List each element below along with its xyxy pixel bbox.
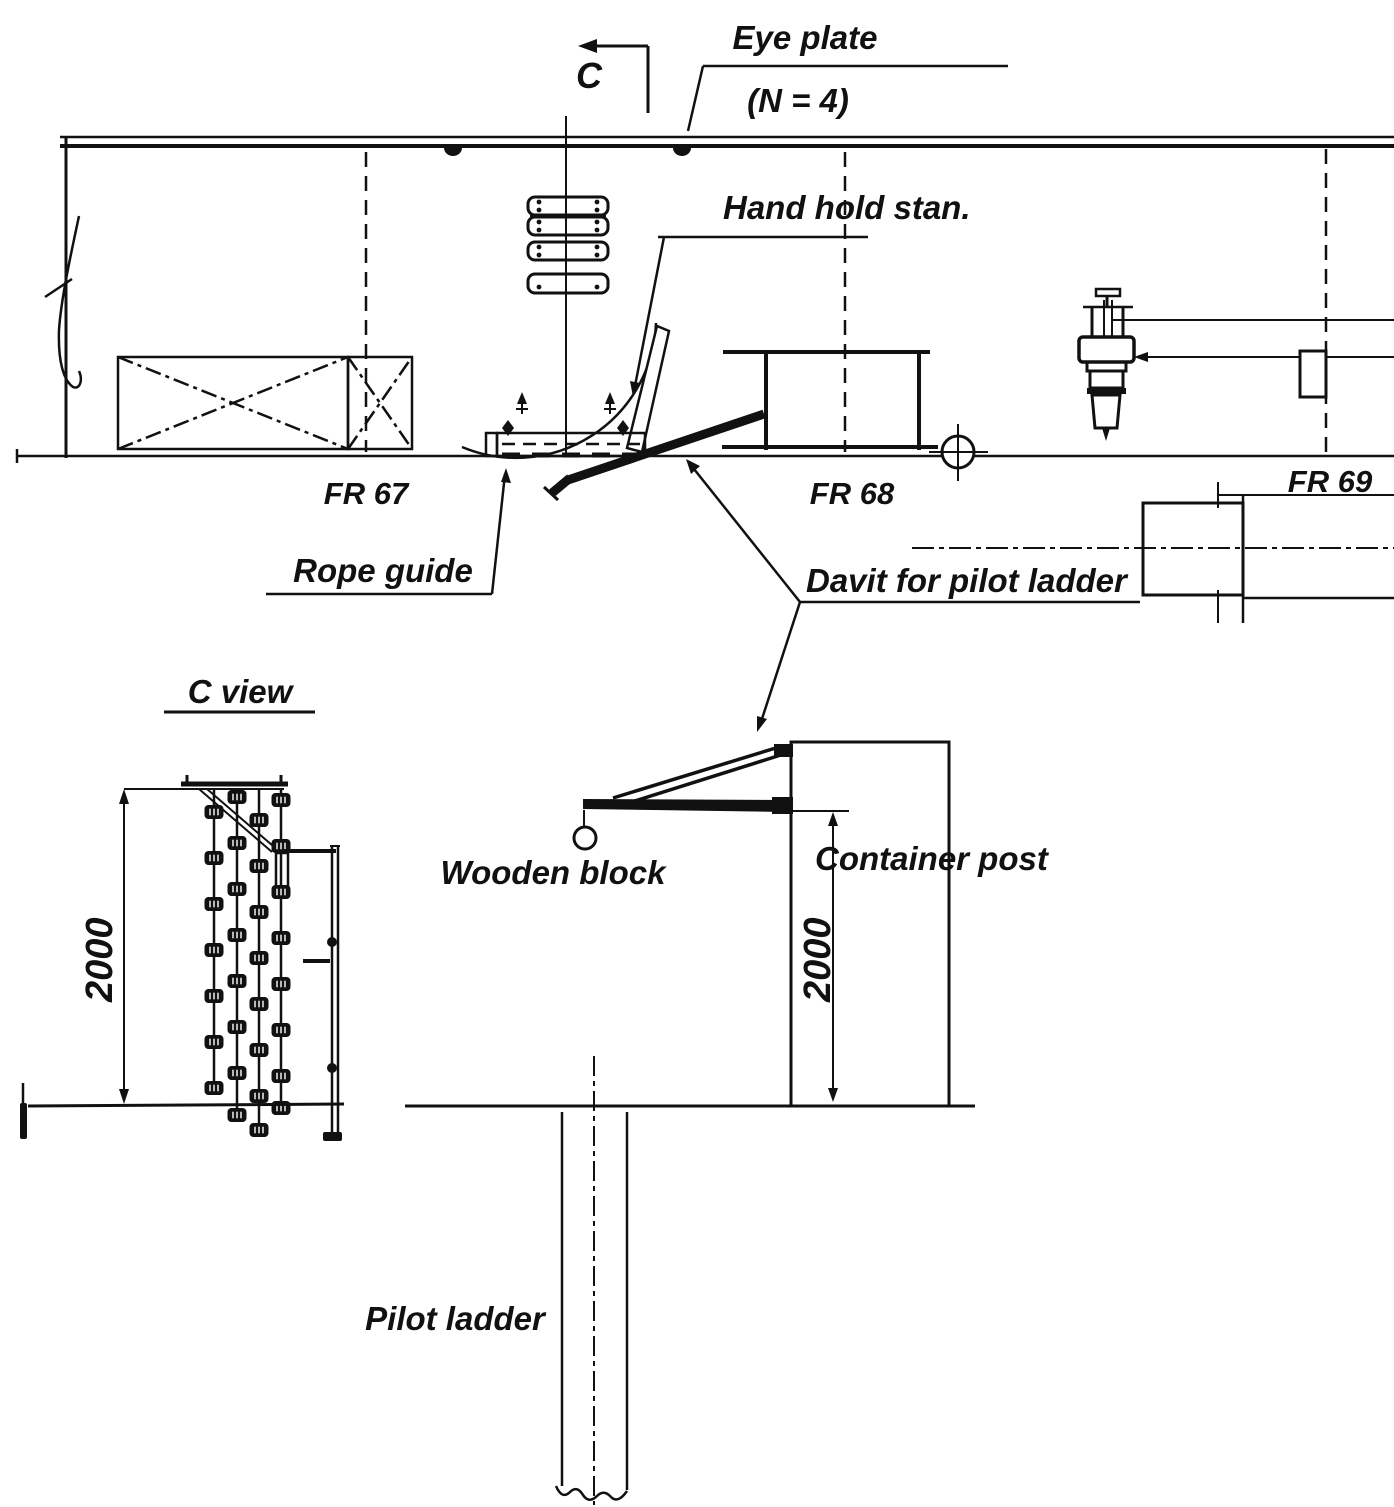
eye-plate-qty-label: (N = 4) (747, 82, 849, 119)
rope-guide-platform (484, 431, 647, 458)
bulwark-rail (60, 135, 1394, 148)
air-vent-head (1077, 287, 1136, 441)
c-view-deck-line (20, 1083, 345, 1139)
c-view-dim-label: 2000 (79, 917, 121, 1003)
davit-label: Davit for pilot ladder (806, 562, 1129, 599)
section-marker-label: C (576, 55, 603, 96)
davit-swing-arc (461, 322, 658, 460)
c-view-dimension-2000 (119, 788, 284, 1104)
eye-plate-label: Eye plate (733, 19, 878, 56)
ladder-links (204, 790, 291, 1137)
c-view-title: C view (188, 673, 295, 710)
coiled-ladder (204, 790, 291, 1137)
wooden-block (572, 810, 598, 851)
elevation-dim-label: 2000 (797, 917, 839, 1003)
fr69-stowage-bracket (912, 482, 1394, 623)
container-post-label: Container post (815, 840, 1050, 877)
fr69-label: FR 69 (1288, 464, 1373, 499)
fr67-label: FR 67 (324, 476, 410, 511)
elevation-dimension-2000 (791, 810, 849, 1102)
davit-raised-outline (625, 324, 671, 454)
deck-socket (929, 424, 988, 481)
rope-hook (44, 215, 82, 389)
labels: C Eye plate (N = 4) Hand hold stan. FR 6… (79, 19, 1373, 1337)
deck-edge-line (15, 449, 1394, 463)
pilot-ladder-hanging (554, 1056, 629, 1505)
hand-hold-label: Hand hold stan. (723, 189, 971, 226)
davit-elevation (583, 744, 793, 814)
securing-point-symbols (502, 392, 629, 436)
elevation-view (405, 740, 975, 1505)
section-arrow-icon (578, 39, 597, 53)
davit-stowed (542, 409, 766, 502)
section-cut-line (565, 39, 650, 454)
pilot-ladder-label: Pilot ladder (365, 1300, 547, 1337)
hand-hold-stanchions (526, 195, 610, 295)
leader-lines (266, 64, 1140, 732)
eye-plate-marks (444, 148, 691, 156)
pipe-bracket (1298, 349, 1328, 399)
rope-guide-label: Rope guide (293, 552, 473, 589)
wooden-block-label: Wooden block (441, 854, 668, 891)
pipe-runs (1113, 319, 1394, 399)
fr68-label: FR 68 (810, 476, 895, 511)
arrow-icon (1134, 352, 1148, 362)
hand-hold-post (274, 845, 342, 1141)
davit-stand (722, 350, 938, 450)
hatch-plan (116, 355, 414, 451)
plan-view (15, 39, 1394, 732)
c-view (20, 710, 345, 1141)
